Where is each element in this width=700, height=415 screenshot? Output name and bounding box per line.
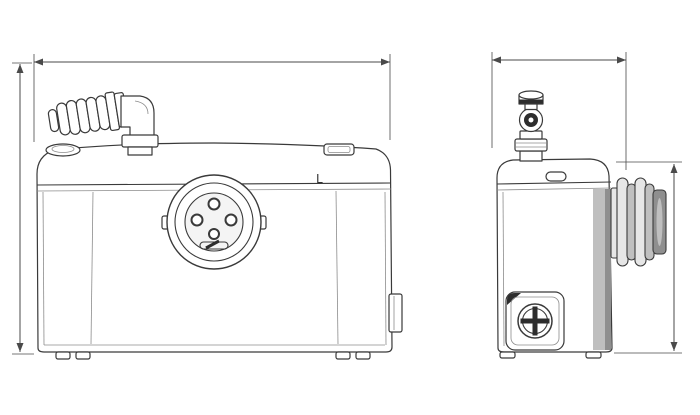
valve-ring-center (528, 117, 534, 123)
plate-corner-mark (507, 293, 521, 305)
grille-hole (208, 228, 220, 240)
side-depth-dimension (491, 52, 627, 170)
bellows-rib (616, 177, 629, 267)
grille-clip-mark (205, 239, 220, 250)
discharge-bellows (610, 177, 667, 267)
grille-inner-disc (184, 192, 244, 252)
bellows-rib (634, 177, 647, 267)
valve-collar (519, 130, 543, 140)
foot (335, 351, 351, 360)
foot (585, 351, 602, 359)
valve-threaded-collar (514, 138, 548, 152)
front-panel-crease (90, 191, 94, 345)
elbow-bend (120, 95, 155, 139)
outlet-stub (388, 293, 403, 333)
elbow-lid-stub (127, 146, 153, 156)
foot (355, 351, 371, 360)
side-view (491, 52, 682, 359)
front-width-dimension (33, 54, 391, 142)
access-grille (161, 174, 267, 270)
marking-l: L (316, 172, 323, 186)
switch-cover (323, 143, 355, 156)
bellows-end-face (656, 198, 663, 246)
body-inner-line (42, 191, 45, 346)
elbow-detail-line (134, 100, 149, 115)
front-height-dimension (12, 62, 34, 355)
valve-stub (519, 150, 543, 162)
elbow-collar-nut (121, 134, 159, 148)
switch-cover-inner (327, 146, 351, 153)
side-shade-edge (605, 189, 611, 350)
inlet-hose-connector (47, 91, 129, 136)
foot (75, 351, 91, 360)
elbow-fitting (120, 95, 159, 156)
grille-hole (190, 213, 204, 227)
body-inner-line (502, 191, 505, 347)
grille-hole (207, 197, 221, 211)
valve-cap-band (519, 99, 543, 104)
front-feet (55, 351, 371, 360)
hose-tip (47, 109, 60, 133)
front-panel-crease (335, 190, 339, 345)
side-outlet-stub (388, 293, 403, 333)
foot (499, 351, 516, 359)
screw-access-plate (505, 291, 565, 351)
side-feet (499, 351, 602, 359)
switch-cover-outer (323, 143, 355, 156)
grille-middle-ring (174, 182, 254, 262)
front-view: L (12, 54, 403, 360)
foot (55, 351, 71, 360)
lid-seam-line (496, 181, 612, 185)
air-vent-valve (514, 90, 548, 162)
valve-cap-top (518, 90, 544, 100)
vent-pill (545, 171, 567, 182)
body-inner-line (384, 191, 387, 346)
access-plate-inner (510, 296, 560, 346)
lid-seam-line (496, 187, 612, 191)
filler-cap (45, 143, 81, 157)
side-height-dimension (614, 161, 682, 354)
grille-hole (224, 213, 238, 227)
filler-cap-inner (51, 145, 75, 153)
